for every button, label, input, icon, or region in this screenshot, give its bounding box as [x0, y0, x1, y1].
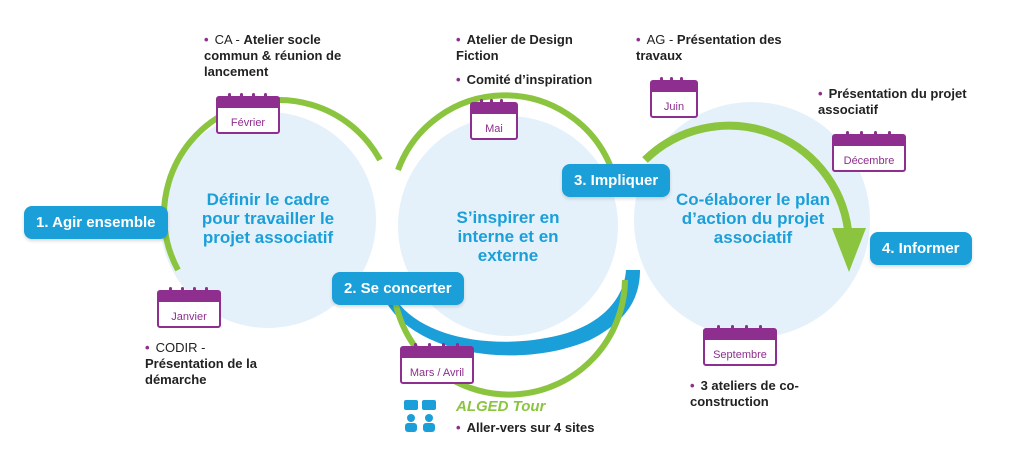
note-comite: •Comité d’inspiration	[456, 72, 593, 87]
note-aller-vers-text: Aller-vers sur 4 sites	[466, 420, 595, 435]
note-ag-bold: Présentation des travaux	[636, 32, 782, 63]
calendar-juin-label: Juin	[663, 101, 685, 113]
blue-swoosh	[388, 270, 640, 356]
note-ag-prefix: AG -	[646, 32, 677, 47]
calendar-janvier: Janvier	[157, 287, 221, 328]
note-codir: •CODIR - Présentation de la démarche	[145, 340, 257, 387]
calendar-septembre: Septembre	[703, 325, 777, 366]
note-comite-text: Comité d’inspiration	[466, 72, 593, 87]
note-presentation-projet: •Présentation du projet associatif	[818, 86, 967, 117]
calendar-mai-label: Mai	[485, 123, 503, 135]
calendar-janvier-label: Janvier	[171, 311, 207, 323]
circle-3-text: Co-élaborer le plan d’action du projet a…	[676, 190, 830, 247]
green-arc-2-top	[395, 92, 613, 172]
calendar-juin: Juin	[650, 77, 698, 118]
note-ag: •AG - Présentation des travaux	[636, 32, 782, 63]
green-arc-3	[642, 121, 852, 231]
calendar-decembre-label: Décembre	[843, 155, 895, 167]
chat-people-icon	[402, 398, 442, 434]
note-design-fiction-text: Atelier de Design Fiction	[456, 32, 573, 63]
calendar-decembre: Décembre	[832, 131, 906, 172]
note-codir-prefix: CODIR -	[155, 340, 206, 355]
stage-1-label: 1. Agir ensemble	[24, 206, 168, 239]
stage-3-label: 3. Impliquer	[562, 164, 671, 197]
note-design-fiction: •Atelier de Design Fiction	[456, 32, 573, 63]
circle-1-text: Définir le cadre pour travailler le proj…	[201, 190, 335, 247]
calendar-mars-avril: Mars / Avril	[400, 343, 474, 384]
stage-2-label: 2. Se concerter	[332, 272, 464, 305]
calendar-mai: Mai	[470, 99, 518, 140]
calendar-fevrier: Février	[216, 93, 280, 134]
calendar-mars-avril-label: Mars / Avril	[409, 367, 465, 379]
green-arrow-head	[832, 228, 866, 272]
note-ca-bold: Atelier socle commun & réunion de lancem…	[204, 32, 342, 79]
note-ateliers: •3 ateliers de co-construction	[690, 378, 799, 409]
note-ca-prefix: CA -	[214, 32, 244, 47]
note-codir-bold: Présentation de la démarche	[145, 356, 257, 387]
calendar-septembre-label: Septembre	[713, 349, 767, 361]
stage-4-label: 4. Informer	[870, 232, 972, 265]
circle-1-bg	[160, 112, 376, 328]
note-presentation-projet-text: Présentation du projet associatif	[818, 86, 967, 117]
circle-2-text: S’inspirer en interne et en externe	[456, 208, 560, 265]
note-ca: •CA - Atelier socle commun & réunion de …	[204, 32, 342, 79]
calendar-fevrier-label: Février	[230, 117, 266, 129]
alged-tour-title: ALGED Tour	[456, 398, 546, 415]
note-ateliers-text: 3 ateliers de co-construction	[690, 378, 799, 409]
note-aller-vers: •Aller-vers sur 4 sites	[456, 420, 595, 435]
